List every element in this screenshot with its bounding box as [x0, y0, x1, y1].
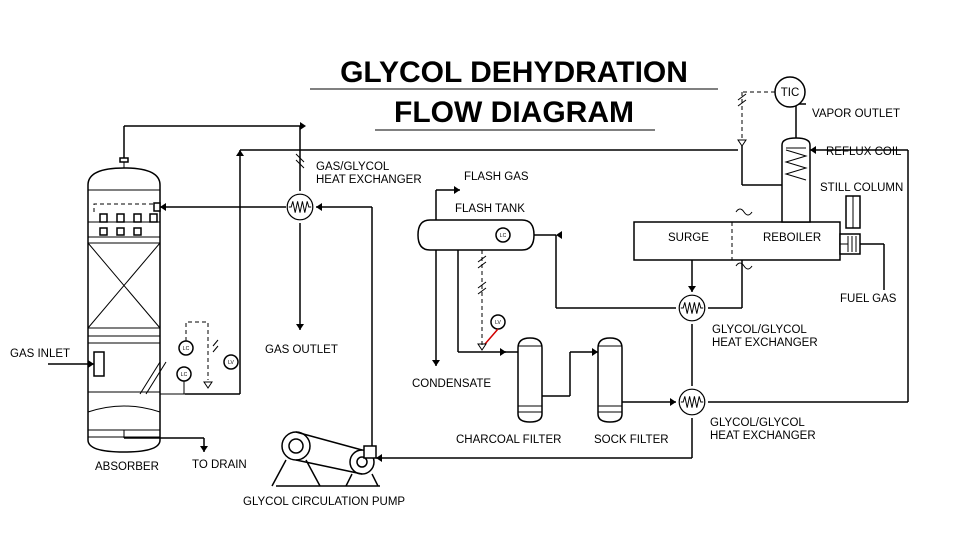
fuel-gas-label: FUEL GAS — [840, 293, 897, 305]
vapor-outlet-label: VAPOR OUTLET — [812, 108, 900, 120]
flash-gas-label: FLASH GAS — [464, 171, 529, 183]
lv-tag-flash: LV — [495, 320, 501, 326]
glycol-hx-bottom-label-2: HEAT EXCHANGER — [710, 430, 816, 442]
absorber-label: ABSORBER — [95, 461, 159, 473]
still-column-reboiler: TIC — [633, 76, 885, 308]
condensate-label: CONDENSATE — [412, 378, 491, 390]
reboiler-label: REBOILER — [763, 232, 821, 244]
lc-tag-absorber-a: LC — [183, 346, 190, 352]
title-line-1: GLYCOL DEHYDRATION — [340, 56, 688, 89]
to-drain-label: TO DRAIN — [192, 459, 247, 471]
absorber-tower — [48, 122, 306, 453]
reflux-coil-label: REFLUX COIL — [826, 146, 902, 158]
flash-tank-label: FLASH TANK — [455, 203, 525, 215]
lc-tag-flash: LC — [500, 233, 507, 239]
glycol-hx-top-label-2: HEAT EXCHANGER — [712, 337, 818, 349]
gas-inlet-label: GAS INLET — [10, 348, 70, 360]
gas-glycol-hx-label-1: GAS/GLYCOL — [316, 161, 390, 173]
glycol-hx-top-label-1: GLYCOL/GLYCOL — [712, 324, 807, 336]
tic-label: TIC — [781, 87, 800, 99]
sock-filter — [542, 337, 676, 423]
charcoal-filter-label: CHARCOAL FILTER — [456, 434, 561, 446]
glycol-glycol-hx-top — [500, 260, 742, 386]
lv-tag-absorber: LV — [228, 360, 234, 366]
charcoal-filter — [506, 337, 543, 423]
pump-label: GLYCOL CIRCULATION PUMP — [243, 496, 405, 508]
gas-glycol-hx-label-2: HEAT EXCHANGER — [316, 174, 422, 186]
glycol-glycol-hx-bottom — [678, 146, 909, 458]
gas-outlet-label: GAS OUTLET — [265, 344, 338, 356]
sock-filter-label: SOCK FILTER — [594, 434, 669, 446]
glycol-circulation-pump — [271, 431, 692, 487]
flash-tank: LC LV — [417, 186, 676, 366]
gas-glycol-heat-exchanger — [240, 126, 738, 458]
title-line-2: FLOW DIAGRAM — [394, 96, 634, 129]
surge-label: SURGE — [668, 232, 709, 244]
glycol-hx-bottom-label-1: GLYCOL/GLYCOL — [710, 417, 805, 429]
absorber-level-control: LC LC LV — [176, 150, 244, 395]
still-column-label: STILL COLUMN — [820, 182, 903, 194]
lc-tag-absorber-b: LC — [181, 372, 188, 378]
